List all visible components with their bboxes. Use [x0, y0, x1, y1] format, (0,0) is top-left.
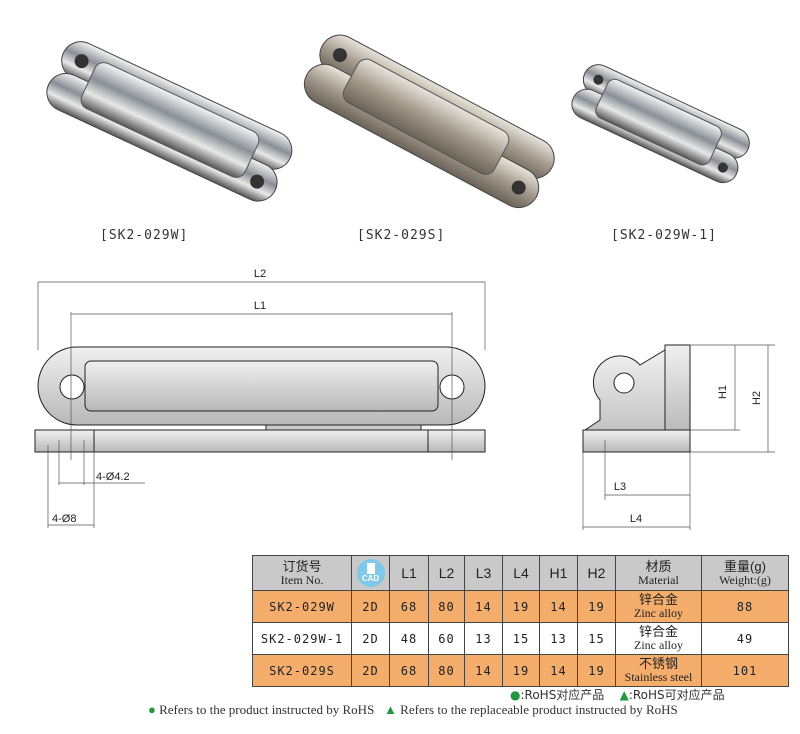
- header-h1: H1: [539, 555, 578, 591]
- product-photo-sk2-029w-1: [571, 64, 750, 184]
- dim-l4-label: L4: [630, 513, 642, 525]
- circle-icon: ●: [510, 688, 521, 702]
- cell-weight: 49: [701, 622, 789, 655]
- caption-sk2-029s: [SK2-029S]: [357, 228, 446, 243]
- cell-l1: 68: [389, 654, 429, 687]
- caption-sk2-029w: [SK2-029W]: [100, 228, 189, 243]
- cell-h1: 14: [539, 590, 578, 623]
- cell-item: SK2-029S: [252, 654, 352, 687]
- cell-item: SK2-029W: [252, 590, 352, 623]
- front-view-drawing: [34, 281, 486, 528]
- dim-l2-label: L2: [254, 268, 266, 280]
- cell-l4: 19: [502, 654, 540, 687]
- cell-item: SK2-029W-1: [252, 622, 352, 655]
- cell-l3: 14: [464, 590, 503, 623]
- product-photo-sk2-029w: [46, 41, 293, 202]
- cell-h2: 15: [577, 622, 616, 655]
- triangle-icon: ▲: [619, 688, 629, 702]
- cell-h2: 19: [577, 654, 616, 687]
- header-cad: CAD: [351, 555, 390, 591]
- product-photo-sk2-029s: [303, 34, 555, 209]
- side-view-drawing: [582, 344, 775, 530]
- header-h2: H2: [577, 555, 616, 591]
- cell-l1: 68: [389, 590, 429, 623]
- cell-h1: 13: [539, 622, 578, 655]
- circle-icon: ●: [148, 702, 156, 717]
- header-weight: 重量(g)Weight:(g): [701, 555, 789, 591]
- rohs-legend-cn: ●:RoHS对应产品 ▲:RoHS可对应产品: [510, 688, 725, 702]
- header-l2: L2: [428, 555, 465, 591]
- cad-icon: CAD: [356, 559, 385, 587]
- dim-hole-large-label: 4-Ø8: [52, 513, 76, 525]
- dim-l3-label: L3: [614, 481, 626, 493]
- dim-h1-label: H1: [717, 385, 729, 399]
- header-l1: L1: [389, 555, 429, 591]
- cell-cad[interactable]: 2D: [351, 622, 390, 655]
- cell-h1: 14: [539, 654, 578, 687]
- rohs-legend-en: ● Refers to the product instructed by Ro…: [148, 702, 678, 717]
- cell-l4: 19: [502, 590, 540, 623]
- header-l3: L3: [464, 555, 503, 591]
- cell-weight: 88: [701, 590, 789, 623]
- cell-h2: 19: [577, 590, 616, 623]
- drawings: L2 L1 4-Ø4.2 4-Ø8 H1 H2 L3 L4: [34, 34, 775, 530]
- cell-l2: 60: [428, 622, 465, 655]
- cell-l4: 15: [502, 622, 540, 655]
- cell-l3: 14: [464, 654, 503, 687]
- header-l4: L4: [502, 555, 540, 591]
- cell-weight: 101: [701, 654, 789, 687]
- dim-hole-small-label: 4-Ø4.2: [96, 471, 130, 483]
- dim-h2-label: H2: [751, 391, 763, 405]
- cell-l3: 13: [464, 622, 503, 655]
- triangle-icon: ▲: [384, 702, 397, 717]
- caption-sk2-029w-1: [SK2-029W-1]: [611, 228, 717, 243]
- dim-l1-label: L1: [254, 300, 266, 312]
- cell-l2: 80: [428, 590, 465, 623]
- cell-l1: 48: [389, 622, 429, 655]
- cell-cad[interactable]: 2D: [351, 590, 390, 623]
- cell-l2: 80: [428, 654, 465, 687]
- cell-cad[interactable]: 2D: [351, 654, 390, 687]
